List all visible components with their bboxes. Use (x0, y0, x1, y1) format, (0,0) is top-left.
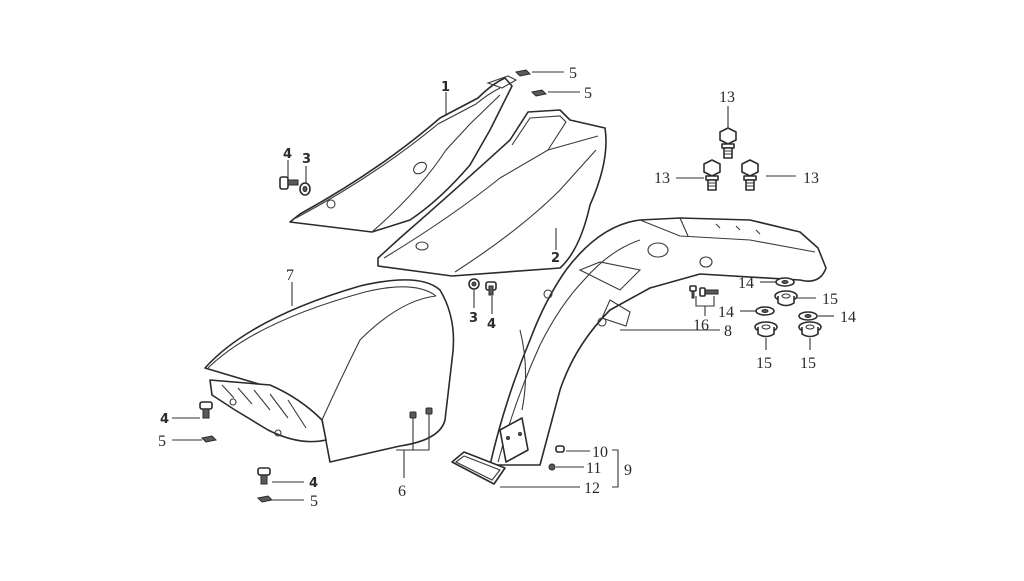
screws-6 (409, 407, 433, 432)
callout-14-b: 14 (718, 304, 734, 321)
callout-10: 10 (592, 444, 608, 461)
reflector-screw-10 (555, 445, 565, 453)
callout-3-b: 3 (469, 311, 478, 326)
callout-2: 2 (551, 251, 560, 266)
washer-3a (299, 182, 311, 196)
callout-15-a: 15 (822, 291, 838, 308)
flange-bolt-13-left (703, 159, 721, 191)
callout-5-c: 5 (158, 433, 166, 450)
side-cover-right (377, 109, 607, 277)
callout-5-top-a: 5 (569, 65, 577, 82)
callout-13-left: 13 (654, 170, 670, 187)
collar-15c (798, 321, 822, 338)
callout-8: 8 (724, 323, 732, 340)
callout-12: 12 (584, 480, 600, 497)
nut-5a (514, 69, 532, 77)
callout-6: 6 (398, 483, 406, 500)
fender-bolts-16 (689, 285, 719, 299)
callout-16: 16 (693, 317, 709, 334)
nut-5d (256, 495, 274, 503)
washer-14b (755, 306, 775, 316)
bolt-4c (199, 401, 213, 419)
washer-14a (775, 277, 795, 287)
callout-4-d: 4 (309, 476, 318, 491)
bolt-4a (279, 176, 299, 190)
seat (204, 279, 455, 463)
callout-4-b: 4 (487, 317, 496, 332)
callout-1: 1 (441, 80, 450, 95)
reflector-nut-11 (548, 463, 556, 471)
callout-4-a: 4 (283, 147, 292, 162)
bolt-4b (485, 281, 497, 296)
callout-15-b: 15 (756, 355, 772, 372)
rear-fender (489, 217, 827, 466)
reflector (451, 451, 506, 485)
nut-5c (200, 435, 218, 443)
callout-13-top: 13 (719, 89, 735, 106)
callout-14-a: 14 (738, 275, 754, 292)
flange-bolt-13-top (719, 127, 737, 159)
leader-lines (172, 71, 834, 501)
callout-15-c: 15 (800, 355, 816, 372)
callout-14-c: 14 (840, 309, 856, 326)
callout-5-top-b: 5 (584, 85, 592, 102)
callout-labels: 1 5 5 4 3 2 3 4 7 4 5 4 5 6 8 13 13 13 1… (158, 65, 856, 510)
side-cover-left (289, 75, 518, 233)
collar-15a (774, 290, 798, 307)
collar-15b (754, 321, 778, 338)
callout-3-a: 3 (302, 152, 311, 167)
washer-3b (468, 278, 480, 290)
callout-13-right: 13 (803, 170, 819, 187)
bolt-4d (257, 467, 271, 485)
flange-bolt-13-right (741, 159, 759, 191)
washer-14c (798, 311, 818, 321)
nut-5b (530, 89, 548, 97)
callout-9: 9 (624, 462, 632, 479)
callout-5-d: 5 (310, 493, 318, 510)
callout-4-c: 4 (160, 412, 169, 427)
callout-7: 7 (286, 267, 294, 284)
callout-11: 11 (586, 460, 601, 477)
